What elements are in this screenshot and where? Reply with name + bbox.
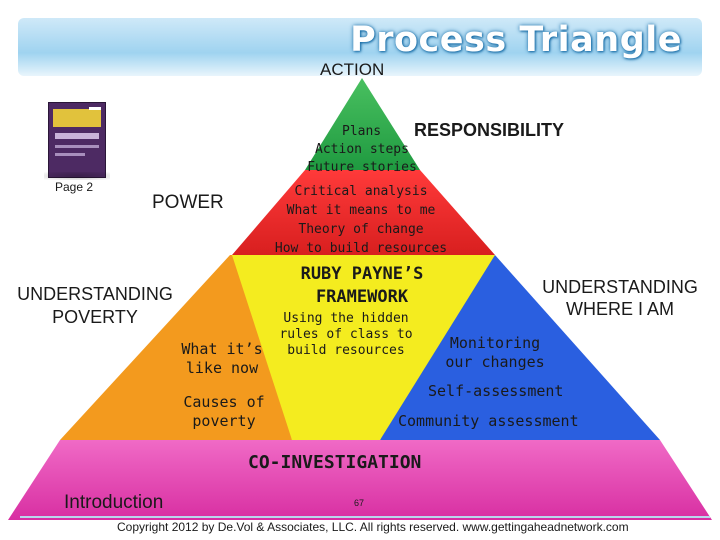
center-text: Using the hidden rules of class to build…: [279, 311, 413, 358]
power-label: POWER: [152, 192, 224, 213]
middle-segment: [232, 170, 495, 255]
book-shadow: [44, 172, 110, 180]
responsibility-label: RESPONSIBILITY: [414, 120, 565, 140]
understanding-where-label: UNDERSTANDING WHERE I AM: [542, 277, 698, 319]
footer-divider: [20, 516, 710, 518]
middle-segment-text: Critical analysis What it means to me Th…: [274, 184, 448, 256]
top-segment-text: Action steps Future stories: [307, 142, 417, 175]
copyright-text: Copyright 2012 by De.Vol & Associates, L…: [117, 520, 629, 534]
page-number: 67: [354, 498, 365, 508]
center-segment: [232, 255, 495, 440]
left-item-causes: Causes of poverty: [183, 393, 265, 430]
left-segment: [60, 255, 292, 440]
right-item-monitoring: Monitoring our changes: [445, 334, 545, 371]
top-segment-item-plans: Plans: [342, 124, 382, 139]
right-item-community-assessment: Community assessment: [398, 412, 579, 430]
top-segment: [305, 78, 420, 170]
center-title: RUBY PAYNE’S FRAMEWORK: [300, 264, 424, 307]
page-title: Process Triangle: [350, 20, 682, 60]
book-cover-image: [48, 102, 106, 178]
base-segment: [8, 440, 712, 520]
action-label: ACTION: [320, 60, 385, 79]
understanding-poverty-label: UNDERSTANDING POVERTY: [17, 284, 173, 327]
page-label: Page 2: [55, 180, 94, 194]
introduction-label: Introduction: [64, 492, 164, 513]
left-item-what-its-like: What it’s like now: [181, 340, 263, 377]
right-item-self-assessment: Self-assessment: [428, 382, 564, 400]
base-label: CO-INVESTIGATION: [248, 452, 422, 473]
header-band: [18, 18, 702, 76]
